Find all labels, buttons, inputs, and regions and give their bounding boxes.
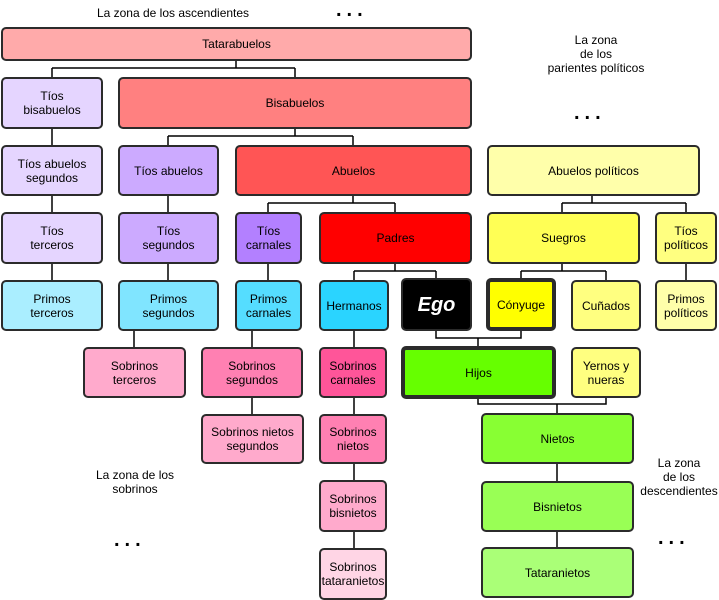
zona-politicos-label: La zona de los parientes políticos: [547, 33, 645, 75]
node-tios-abuelos-segundos: Tíos abuelos segundos: [1, 145, 103, 196]
node-hijos: Hijos: [401, 346, 556, 399]
node-tios-carnales: Tíos carnales: [235, 212, 302, 264]
ellipsis-sobrinos: ...: [114, 529, 146, 551]
node-suegros: Suegros: [487, 212, 640, 264]
node-primos-segundos: Primos segundos: [118, 280, 219, 331]
zona-ascendientes-label: La zona de los ascendientes: [96, 6, 250, 20]
node-abuelos: Abuelos: [235, 145, 472, 196]
node-abuelos-politicos: Abuelos políticos: [487, 145, 700, 196]
ellipsis-top: ...: [336, 0, 368, 21]
node-tios-politicos: Tíos políticos: [655, 212, 717, 264]
ellipsis-politicos: ...: [574, 102, 606, 124]
node-sobrinos-carnales: Sobrinos carnales: [319, 347, 387, 398]
node-tios-segundos: Tíos segundos: [118, 212, 219, 264]
node-sobrinos-segundos: Sobrinos segundos: [201, 347, 303, 398]
node-bisabuelos: Bisabuelos: [118, 77, 472, 129]
zona-sobrinos-label: La zona de los sobrinos: [95, 468, 175, 496]
node-sobrinos-tataranietos: Sobrinos tataranietos: [319, 548, 387, 600]
zona-descendientes-label: La zona de los descendientes: [640, 456, 718, 498]
node-sobrinos-terceros: Sobrinos terceros: [83, 347, 186, 398]
node-hermanos: Hermanos: [319, 280, 389, 331]
node-primos-carnales: Primos carnales: [235, 280, 302, 331]
node-primos-terceros: Primos terceros: [1, 280, 103, 331]
node-sobrinos-bisnietos: Sobrinos bisnietos: [319, 480, 387, 532]
node-tios-bisabuelos: Tíos bisabuelos: [1, 77, 103, 129]
node-primos-politicos: Primos políticos: [655, 280, 717, 331]
node-tios-abuelos: Tíos abuelos: [118, 145, 219, 196]
node-bisnietos: Bisnietos: [481, 481, 634, 532]
node-padres: Padres: [319, 212, 472, 264]
node-ego: Ego: [401, 278, 472, 331]
node-yernos-nueras: Yernos y nueras: [571, 347, 641, 398]
node-nietos: Nietos: [481, 413, 634, 464]
node-sobrinos-nietos: Sobrinos nietos: [319, 414, 387, 464]
node-tataranietos: Tataranietos: [481, 547, 634, 598]
ellipsis-descendientes: ...: [658, 527, 690, 549]
node-conyuge: Cónyuge: [486, 278, 556, 331]
node-tios-terceros: Tíos terceros: [1, 212, 103, 264]
node-tatarabuelos: Tatarabuelos: [1, 27, 472, 61]
node-cunados: Cuñados: [571, 280, 641, 331]
node-sobrinos-nietos-segundos: Sobrinos nietos segundos: [201, 414, 304, 464]
